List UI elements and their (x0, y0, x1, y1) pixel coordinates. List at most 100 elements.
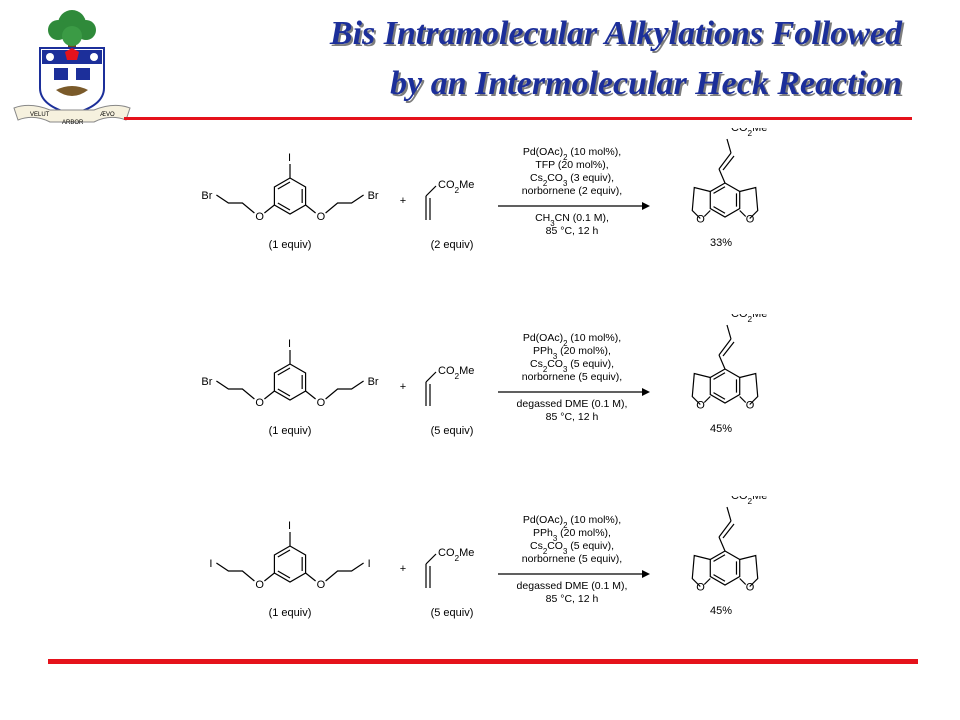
c-c-bond (718, 536, 726, 552)
motto-center: ARBOR (62, 120, 84, 126)
reactant1-amount: (1 equiv) (269, 607, 312, 619)
benzene-ring (273, 363, 307, 401)
product-oxygen-right: O (746, 400, 755, 412)
beaver-icon (56, 86, 88, 96)
dihydrofuran-right (739, 186, 759, 219)
reactant2-amount: (2 equiv) (431, 239, 474, 251)
bond (305, 390, 316, 400)
reactant1-amount: (1 equiv) (269, 239, 312, 251)
halide-left-label: Br (201, 376, 212, 388)
halide-left-label: I (209, 558, 212, 570)
bond (305, 572, 316, 582)
product-ring (709, 550, 741, 586)
ethyl-chain (216, 562, 255, 582)
product-oxygen-left: O (696, 582, 705, 594)
ethyl-chain (325, 194, 364, 214)
c-c-bond (425, 185, 437, 197)
aromatic-double-bond (277, 388, 291, 397)
condition-above: PPh3 (20 mol%), (533, 527, 611, 543)
oxygen-label: O (255, 397, 264, 409)
motto-right: ÆVO (100, 112, 115, 118)
bond (703, 396, 711, 403)
reactant2-amount: (5 equiv) (431, 425, 474, 437)
ethyl-chain (325, 562, 364, 582)
bond (739, 210, 747, 217)
aromatic-double-bond (277, 202, 291, 211)
product-oxygen-right: O (746, 582, 755, 594)
condition-above: norbornene (5 equiv), (522, 371, 622, 383)
ethyl-chain (325, 380, 364, 400)
slide-title-line1: Bis Intramolecular Alkylations Followed (329, 15, 902, 52)
arrowhead-icon (642, 388, 650, 396)
alkene-bond (718, 338, 732, 356)
product-ring (709, 182, 741, 218)
condition-above: norbornene (5 equiv), (522, 553, 622, 565)
arrowhead-icon (642, 570, 650, 578)
bottom-divider (48, 659, 918, 664)
plus-sign: + (400, 563, 406, 575)
oxygen-label: O (317, 397, 326, 409)
condition-below: 85 °C, 12 h (546, 411, 599, 423)
bond (739, 578, 747, 585)
halide-right-label: Br (368, 190, 379, 202)
dihydrofuran-left (691, 186, 711, 219)
condition-below: 85 °C, 12 h (546, 593, 599, 605)
condition-below: CH3CN (0.1 M), (535, 212, 609, 228)
c-c-bond (726, 506, 732, 522)
c-c-bond (718, 168, 726, 184)
bond (264, 204, 275, 214)
aromatic-double-bond (713, 554, 726, 562)
condition-below: degassed DME (0.1 M), (517, 398, 628, 410)
product-oxygen-right: O (746, 214, 755, 226)
benzene-ring (273, 177, 307, 215)
reactant1-amount: (1 equiv) (269, 425, 312, 437)
dihydrofuran-left (691, 554, 711, 587)
ethyl-chain (216, 194, 255, 214)
condition-above: norbornene (2 equiv), (522, 185, 622, 197)
iodide-label: I (288, 520, 291, 532)
aromatic-double-bond (277, 549, 291, 558)
aromatic-double-bond (713, 372, 726, 380)
oxygen-label: O (317, 579, 326, 591)
product-oxygen-left: O (696, 400, 705, 412)
ester-label: CO2Me (438, 365, 474, 381)
bond (264, 390, 275, 400)
bond (703, 210, 711, 217)
c-c-bond (425, 553, 437, 565)
ester-label: CO2Me (438, 179, 474, 195)
condition-above: Cs2CO3 (3 equiv), (530, 172, 614, 188)
c-c-bond (718, 354, 726, 370)
bond (305, 204, 316, 214)
alkene-bond (718, 152, 732, 170)
arrowhead-icon (642, 202, 650, 210)
oxygen-label: O (317, 211, 326, 223)
condition-above: Pd(OAc)2 (10 mol%), (523, 514, 621, 530)
university-crest-icon: VELUT ARBOR ÆVO (10, 10, 134, 132)
motto-scroll (13, 104, 131, 123)
alkene-double-bond (722, 523, 735, 539)
alkene-bond (718, 520, 732, 538)
product-ester-label: CO2Me (731, 128, 767, 138)
ethyl-chain (216, 380, 255, 400)
aromatic-double-bond (713, 206, 726, 214)
bond (739, 396, 747, 403)
aromatic-double-bond (277, 181, 291, 190)
alkene-double-bond (722, 341, 735, 357)
motto-left: VELUT (30, 112, 50, 118)
product-ester-label: CO2Me (731, 496, 767, 506)
condition-below: degassed DME (0.1 M), (517, 580, 628, 592)
reactant2-amount: (5 equiv) (431, 607, 474, 619)
condition-above: Pd(OAc)2 (10 mol%), (523, 146, 621, 162)
aromatic-double-bond (277, 570, 291, 579)
condition-above: TFP (20 mol%), (535, 159, 608, 171)
dihydrofuran-left (691, 372, 711, 405)
condition-above: Cs2CO3 (5 equiv), (530, 358, 614, 374)
bond (703, 578, 711, 585)
iodide-label: I (288, 152, 291, 164)
reaction-scheme: I O I O I (1 equiv) + CO2Me (5 equiv) Pd(OAc)2 (1… (209, 496, 767, 619)
bond (264, 572, 275, 582)
aromatic-double-bond (277, 367, 291, 376)
halide-right-label: I (368, 558, 371, 570)
oxygen-label: O (255, 579, 264, 591)
